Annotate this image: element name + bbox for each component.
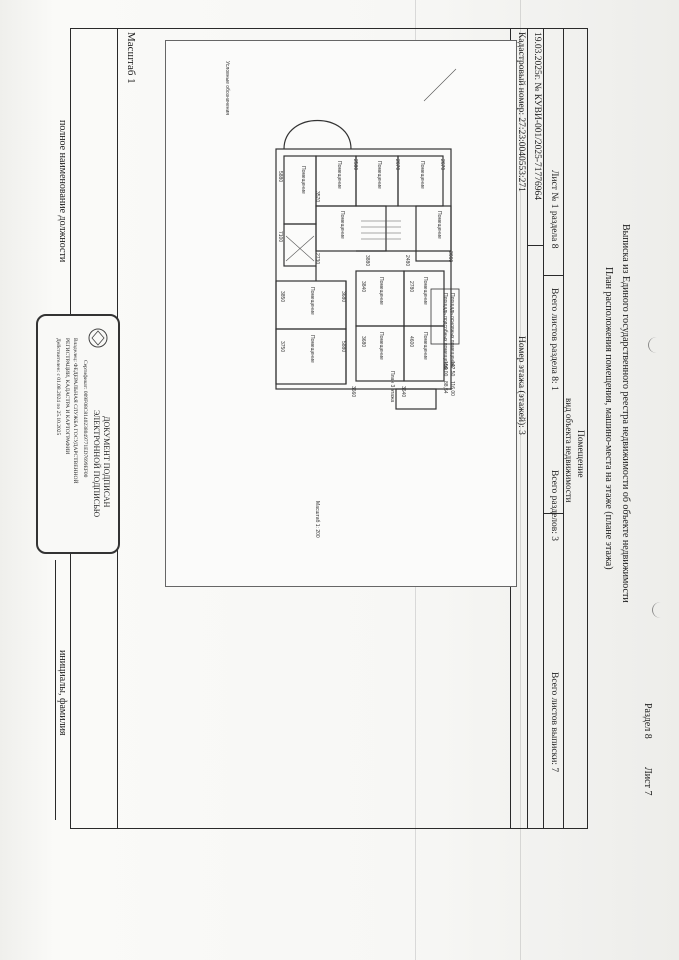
svg-text:Помещение: Помещение xyxy=(422,332,428,360)
signature-position: полное наименование должности xyxy=(57,120,68,263)
svg-text:Площадь основных помещений: Площадь основных помещений xyxy=(449,293,456,367)
svg-text:2670: 2670 xyxy=(394,159,400,170)
svg-text:5880: 5880 xyxy=(277,171,283,182)
svg-text:156,00: 156,00 xyxy=(442,361,448,377)
svg-text:Площадь подсобных помещений: Площадь подсобных помещений xyxy=(442,293,449,370)
punch-hole xyxy=(652,602,669,618)
svg-text:Помещение: Помещение xyxy=(339,211,345,239)
object-type-name: Помещение xyxy=(575,430,585,478)
svg-text:3850: 3850 xyxy=(279,291,285,302)
svg-text:142,50: 142,50 xyxy=(449,361,455,377)
svg-text:3640: 3640 xyxy=(400,386,406,397)
plan-title: План 3 этажа xyxy=(389,371,395,402)
svg-text:3680: 3680 xyxy=(360,336,366,347)
svg-text:3840: 3840 xyxy=(360,281,366,292)
svg-text:2670: 2670 xyxy=(439,159,445,170)
svg-text:3880: 3880 xyxy=(364,255,370,266)
floor-plan-drawing: План 3 этажа Масштаб 1: 200 Условные обо… xyxy=(224,61,460,538)
svg-text:3570: 3570 xyxy=(314,191,320,202)
emblem-icon xyxy=(88,328,108,348)
svg-text:7100: 7100 xyxy=(277,231,283,242)
svg-text:Помещение: Помещение xyxy=(376,161,382,189)
svg-text:Помещение: Помещение xyxy=(378,332,384,360)
svg-text:Помещение: Помещение xyxy=(422,277,428,305)
total-sections: Всего разделов: 3 xyxy=(549,470,559,542)
svg-text:3680: 3680 xyxy=(340,291,346,302)
svg-text:3660: 3660 xyxy=(350,386,356,397)
svg-text:2480: 2480 xyxy=(404,255,410,266)
svg-text:Помещение: Помещение xyxy=(300,166,306,194)
total-sheets-section: Всего листов раздела 8: 1 xyxy=(549,288,559,391)
svg-text:5880: 5880 xyxy=(340,341,346,352)
date-number: 19.03.2025г. № КУВИ-001/2025-71776964 xyxy=(532,32,542,201)
punch-hole xyxy=(648,337,665,353)
svg-text:2730: 2730 xyxy=(314,253,320,264)
svg-text:88,54: 88,54 xyxy=(442,381,448,394)
object-type-caption: вид объекта недвижимости xyxy=(564,398,574,503)
scale-label: Масштаб 1 xyxy=(125,32,137,84)
document-subtitle: План расположения помещения, машино-мест… xyxy=(603,267,614,570)
electronic-signature-stamp: ДОКУМЕНТ ПОДПИСАН ЭЛЕКТРОННОЙ ПОДПИСЬЮ С… xyxy=(36,314,120,554)
svg-text:Помещение: Помещение xyxy=(336,161,342,189)
section-label: Раздел 8 xyxy=(642,703,653,739)
svg-text:3750: 3750 xyxy=(279,341,285,352)
svg-text:Помещение: Помещение xyxy=(378,277,384,305)
svg-text:Помещение: Помещение xyxy=(309,287,315,315)
svg-text:Помещение: Помещение xyxy=(436,211,442,239)
total-sheets: Всего листов выписки: 7 xyxy=(549,672,559,773)
svg-text:Помещение: Помещение xyxy=(309,335,315,363)
svg-text:4600: 4600 xyxy=(408,336,414,347)
svg-text:2780: 2780 xyxy=(408,281,414,292)
svg-text:116,00: 116,00 xyxy=(449,381,455,396)
signature-initials: инициалы, фамилия xyxy=(57,650,68,736)
sheet-label: Лист 7 xyxy=(642,767,653,796)
svg-text:Помещение: Помещение xyxy=(419,161,425,189)
sheet-of-section: Лист № 1 раздела 8 xyxy=(549,170,559,249)
svg-text:2580: 2580 xyxy=(352,159,358,170)
floor-plan: План 3 этажа Масштаб 1: 200 Условные обо… xyxy=(165,40,517,587)
svg-text:3660: 3660 xyxy=(447,251,453,262)
fold-line xyxy=(520,0,521,960)
legend-title: Условные обозначения xyxy=(224,61,230,115)
plan-scale: Масштаб 1: 200 xyxy=(314,501,320,538)
document-title: Выписка из Единого государственного реес… xyxy=(620,224,631,603)
